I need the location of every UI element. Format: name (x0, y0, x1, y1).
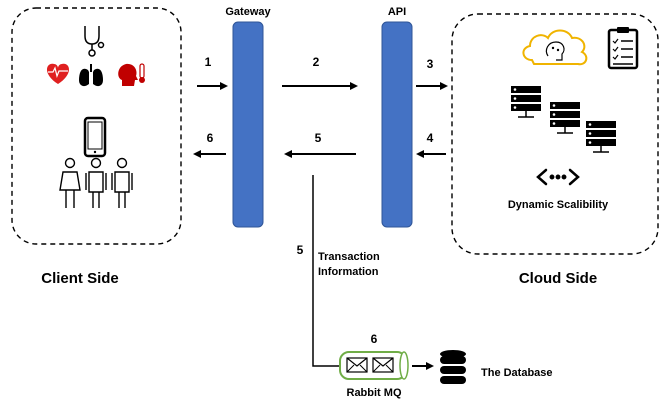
database-label: The Database (481, 367, 553, 379)
client-side-box (11, 7, 182, 245)
server-icon (586, 121, 616, 153)
cloud-side-box (451, 13, 659, 255)
ai-cloud-icon (522, 29, 588, 66)
transaction-label-line1: Transaction (318, 251, 380, 263)
step-6b-label: 6 (371, 332, 378, 346)
database-icon (440, 350, 466, 384)
step-5b-label: 5 (297, 243, 304, 257)
clipboard-checklist-icon (607, 27, 639, 70)
rabbitmq-queue (339, 351, 409, 380)
server-icon (511, 86, 541, 118)
transaction-flow-line (312, 175, 340, 367)
envelope-icon (372, 357, 394, 373)
lungs-icon (79, 64, 103, 87)
client-side-label: Client Side (41, 270, 119, 287)
code-icon (536, 168, 580, 186)
transaction-label-line2: Information (318, 266, 379, 278)
stethoscope-icon (84, 26, 105, 57)
person-icon (85, 157, 107, 208)
person-icon (59, 157, 81, 208)
head-fever-icon (118, 63, 145, 86)
dynamic-scalability-label: Dynamic Scalibility (508, 199, 609, 211)
step-1-label: 1 (205, 55, 212, 69)
gateway-pillar (232, 21, 264, 228)
step-3-label: 3 (427, 57, 434, 71)
heart-icon (47, 63, 69, 84)
api-pillar (381, 21, 413, 228)
cloud-side-label: Cloud Side (519, 270, 597, 287)
step-4-label: 4 (427, 131, 434, 145)
step-6-label: 6 (207, 131, 214, 145)
smartphone-icon (83, 116, 107, 158)
step-5-label: 5 (315, 131, 322, 145)
gateway-label: Gateway (225, 6, 271, 18)
rabbitmq-label: Rabbit MQ (347, 387, 402, 399)
person-icon (111, 157, 133, 208)
api-label: API (388, 6, 406, 18)
server-icon (550, 102, 580, 134)
envelope-icon (346, 357, 368, 373)
step-2-label: 2 (313, 55, 320, 69)
